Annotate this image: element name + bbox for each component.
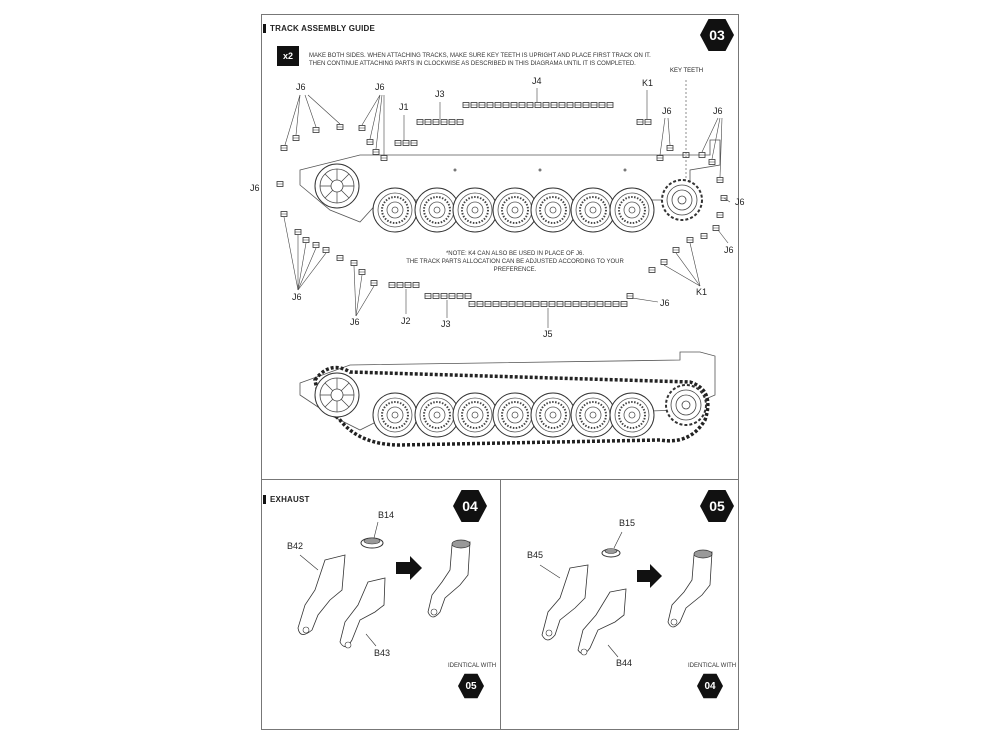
- ref-step-05-badge: 05: [458, 673, 484, 699]
- label-k1-top: K1: [642, 78, 654, 88]
- label-j6-left: J6: [250, 183, 260, 193]
- multiplier-badge: x2: [277, 46, 299, 66]
- track-section-title: TRACK ASSEMBLY GUIDE: [263, 24, 375, 33]
- label-key-teeth: KEY TEETH: [670, 68, 704, 74]
- label-j6-top-left-2: J6: [375, 82, 385, 92]
- step-05-badge: 05: [700, 490, 734, 522]
- label-j3-top: J3: [435, 89, 445, 99]
- hull-side-upper: [299, 139, 721, 233]
- label-j6-right: J6: [735, 197, 745, 207]
- step-03-number: 03: [709, 27, 725, 43]
- label-j6-top-right-a: J6: [662, 106, 672, 116]
- note-line-2: THE TRACK PARTS ALLOCATION CAN BE ADJUST…: [406, 259, 624, 273]
- hull-side-completed: [299, 351, 716, 447]
- exhaust-section-title: EXHAUST: [263, 495, 310, 504]
- multiplier-text: x2: [282, 51, 293, 61]
- step-04-number: 04: [462, 498, 478, 514]
- note-line-1: *NOTE: K4 CAN ALSO BE USED IN PLACE OF J…: [445, 251, 585, 257]
- label-j6-bottom-left: J6: [292, 292, 302, 302]
- title-bar-icon: [263, 24, 266, 33]
- track-note: *NOTE: K4 CAN ALSO BE USED IN PLACE OF J…: [390, 250, 640, 274]
- label-b43: B43: [374, 648, 391, 658]
- label-k1-bottom: K1: [696, 287, 708, 297]
- instruction-line-1: MAKE BOTH SIDES. WHEN ATTACHING TRACKS, …: [309, 53, 651, 59]
- label-b15: B15: [619, 518, 636, 528]
- exhaust-section-title-text: EXHAUST: [270, 495, 310, 504]
- label-j6-bottom-right: J6: [660, 298, 670, 308]
- ref-step-04-number: 04: [704, 680, 716, 692]
- ref-step-05-number: 05: [465, 680, 477, 692]
- label-j6-top-left: J6: [296, 82, 306, 92]
- identical-with-label-left: IDENTICAL WITH: [448, 663, 497, 669]
- label-b44: B44: [616, 658, 633, 668]
- label-j2: J2: [401, 316, 411, 326]
- track-strip-j3-top: [416, 119, 464, 125]
- step-05-number: 05: [709, 498, 725, 514]
- track-instructions: MAKE BOTH SIDES. WHEN ATTACHING TRACKS, …: [309, 52, 669, 68]
- exhaust-04-drawing: [297, 521, 471, 649]
- label-b14: B14: [378, 510, 395, 520]
- label-j1: J1: [399, 102, 409, 112]
- section-divider-vertical: [500, 479, 501, 730]
- track-strip-k1-top: [636, 119, 652, 125]
- track-strip-j3-bottom: [424, 293, 472, 299]
- label-j6-bottom-left-2: J6: [350, 317, 360, 327]
- step-03-badge: 03: [700, 19, 734, 51]
- label-b42: B42: [287, 541, 304, 551]
- label-j3-bottom: J3: [441, 319, 451, 329]
- label-b45: B45: [527, 550, 544, 560]
- track-strip-j1: [394, 140, 418, 146]
- leader-lines: [283, 80, 731, 328]
- label-j6-right-low: J6: [724, 245, 734, 255]
- identical-with-label-right: IDENTICAL WITH: [688, 663, 737, 669]
- label-j6-top-right-b: J6: [713, 106, 723, 116]
- track-strip-j4: [462, 102, 614, 108]
- label-j4: J4: [532, 76, 542, 86]
- instruction-line-2: THEN CONTINUE ATTACHING PARTS IN CLOCKWI…: [309, 61, 636, 67]
- exhaust-05-drawing: [539, 531, 713, 658]
- track-strip-j5: [468, 301, 628, 307]
- track-section-title-text: TRACK ASSEMBLY GUIDE: [270, 24, 376, 33]
- track-strip-j2: [388, 282, 420, 288]
- title-bar-icon: [263, 495, 266, 504]
- label-j5: J5: [543, 329, 553, 339]
